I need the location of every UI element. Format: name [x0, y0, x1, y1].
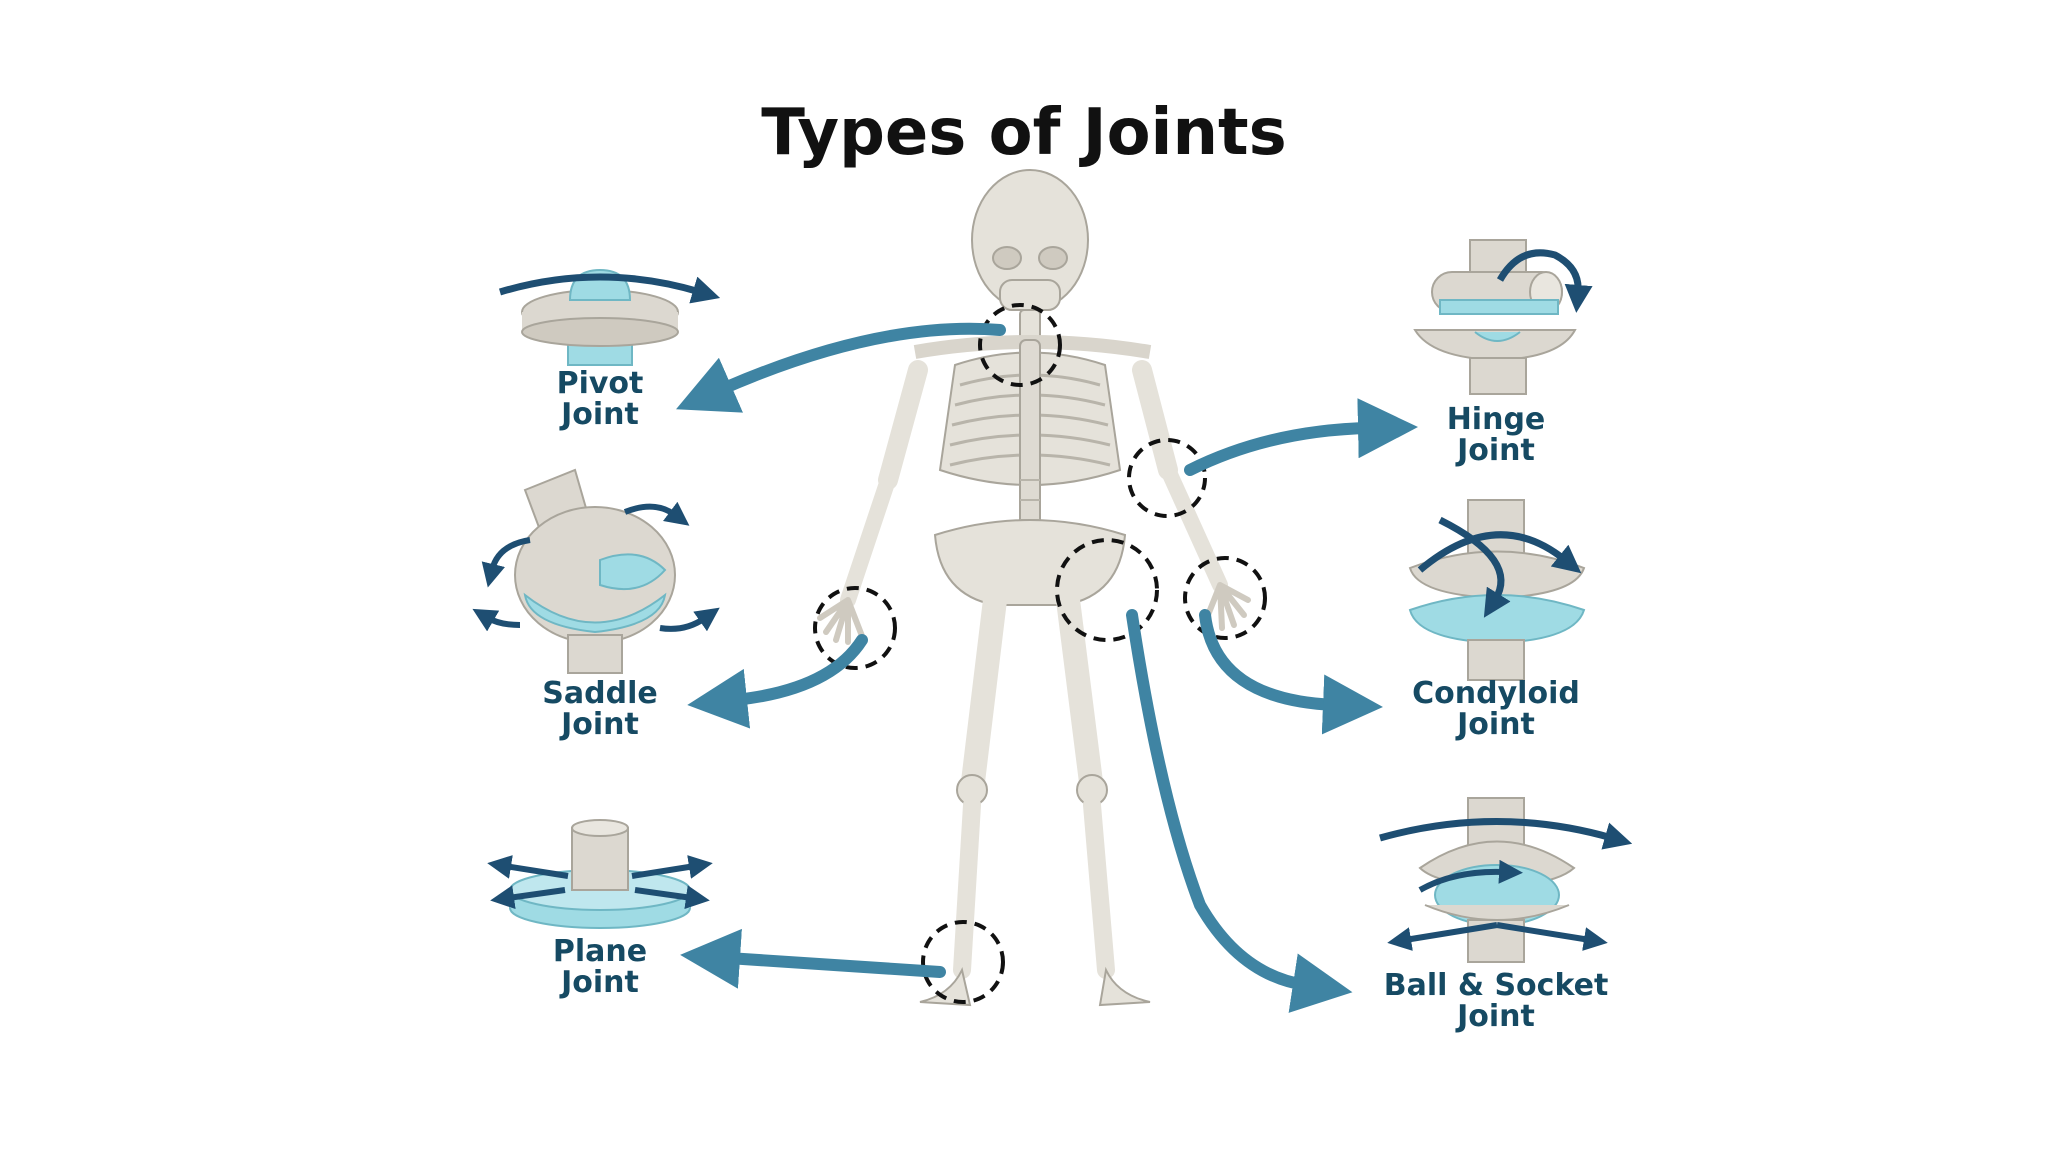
right-wrist-highlight: [1183, 556, 1267, 640]
pivot-joint-label-line1: Pivot: [556, 366, 644, 401]
condyloid-joint-label: Condyloid Joint: [1316, 678, 1676, 740]
hinge-arrow: [1184, 398, 1418, 476]
neck-highlight: [978, 303, 1062, 387]
hinge-joint-label-line1: Hinge: [1446, 402, 1546, 437]
saddle-arrow: [687, 634, 868, 729]
ball-socket-joint-label-line2: Joint: [1457, 999, 1535, 1034]
diagram-title: Types of Joints: [761, 96, 1287, 170]
saddle-joint-label-line1: Saddle: [542, 676, 658, 711]
condyloid-arrow: [1199, 609, 1383, 735]
right-tibia: [1083, 796, 1115, 979]
hinge-joint-label: Hinge Joint: [1316, 404, 1676, 466]
plane-joint-label-line1: Plane: [552, 934, 648, 969]
right-forearm: [1160, 462, 1228, 593]
left-wrist-highlight: [813, 586, 897, 670]
pivot-joint-label: Pivot Joint: [420, 368, 780, 430]
plane-joint-label: Plane Joint: [420, 936, 780, 998]
elbow-highlight: [1127, 438, 1207, 518]
saddle-joint-icon: [472, 468, 720, 674]
ball-socket-joint-icon: [1379, 797, 1633, 963]
condyloid-joint-label-line2: Joint: [1457, 707, 1535, 742]
ball-socket-arrow: [1126, 609, 1353, 1013]
connector-arrows: [676, 322, 1418, 1013]
saddle-joint-label-line2: Joint: [561, 707, 639, 742]
plane-joint-icon: [487, 819, 713, 929]
hip-highlight: [1055, 538, 1159, 642]
condyloid-joint-label-line1: Condyloid: [1412, 676, 1580, 711]
plane-joint-label-line2: Joint: [561, 965, 639, 1000]
spine: [1019, 339, 1041, 541]
ankle-highlight: [921, 920, 1005, 1004]
condyloid-joint-icon: [1408, 499, 1586, 681]
pivot-joint-label-line2: Joint: [561, 397, 639, 432]
plane-arrow: [680, 928, 946, 989]
saddle-joint-label: Saddle Joint: [420, 678, 780, 740]
pelvis: [933, 519, 1127, 606]
right-hand: [1203, 582, 1251, 631]
ball-socket-joint-label: Ball & Socket Joint: [1316, 970, 1676, 1032]
jaw: [999, 279, 1061, 311]
left-tibia: [953, 796, 981, 979]
left-humerus: [878, 360, 928, 490]
skeleton: [817, 169, 1251, 1007]
hinge-joint-label-line2: Joint: [1457, 433, 1535, 468]
right-foot: [1098, 966, 1151, 1007]
pivot-joint-icon: [498, 268, 721, 366]
right-humerus: [1132, 360, 1178, 480]
joint-highlights: [813, 303, 1267, 1004]
ball-socket-joint-label-line1: Ball & Socket: [1383, 968, 1609, 1003]
hinge-joint-icon: [1413, 239, 1593, 395]
left-hand: [817, 597, 865, 645]
pivot-arrow: [676, 322, 1006, 413]
left-forearm: [840, 472, 896, 608]
left-femur: [960, 588, 1007, 802]
right-femur: [1056, 588, 1104, 802]
